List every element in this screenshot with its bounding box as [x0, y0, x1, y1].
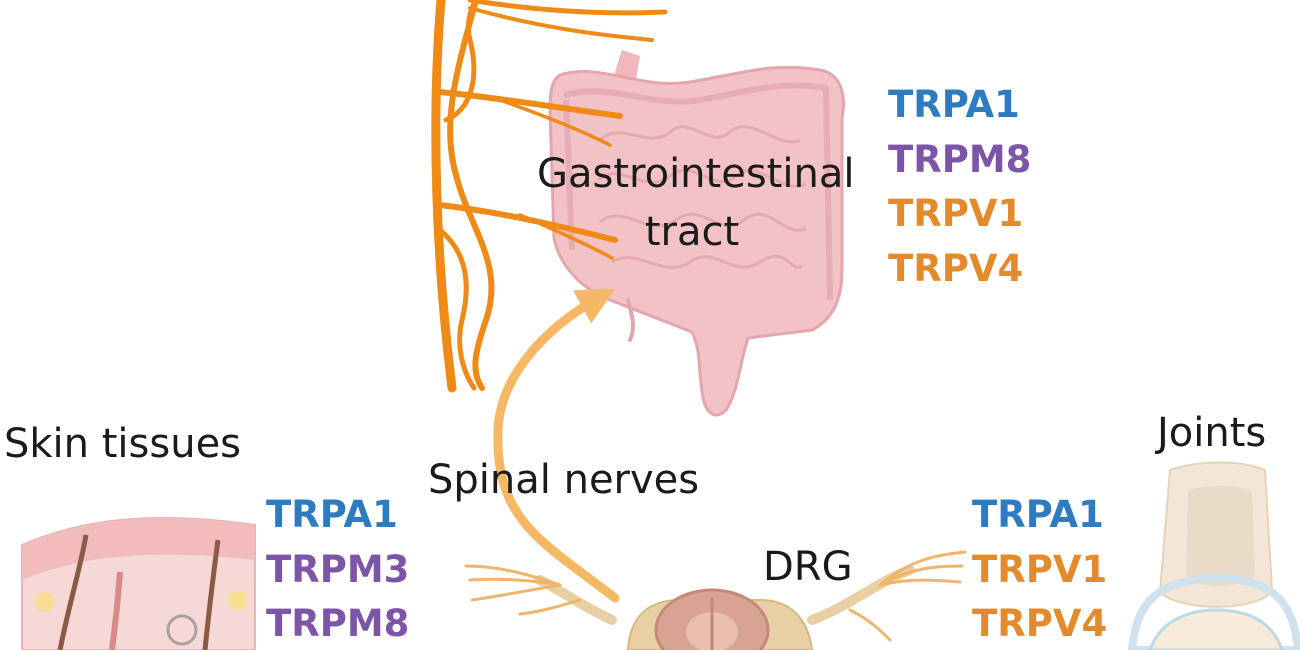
- left-nerve-branches: [464, 564, 582, 616]
- gi-channel-trpm8: TRPM8: [888, 137, 1032, 181]
- skin-channel-trpa1: TRPA1: [266, 493, 398, 536]
- joints-channel-trpv1: TRPV1: [972, 547, 1108, 591]
- spinal-nerves-label: Spinal nerves: [428, 457, 700, 503]
- skin-channel-trpm8: TRPM8: [266, 602, 410, 645]
- joint-illustration: [1127, 461, 1300, 650]
- gastrointestinal-tract-illustration: [548, 50, 845, 417]
- skin-channel-trpm3: TRPM3: [266, 547, 410, 591]
- gi-channel-trpv4: TRPV4: [888, 246, 1024, 290]
- gi-label-line2: tract: [644, 209, 740, 255]
- skin-tissue-illustration: [21, 516, 256, 650]
- gi-channel-trpa1: TRPA1: [888, 83, 1020, 126]
- gi-label-line1: Gastrointestinal: [537, 151, 855, 197]
- visceral-nerve-fibers: [431, 0, 668, 393]
- spinal-nerve-arrow: [493, 288, 620, 603]
- joints-label: Joints: [1157, 410, 1267, 456]
- joints-channel-trpv4: TRPV4: [972, 602, 1108, 645]
- gi-channel-trpv1: TRPV1: [888, 192, 1024, 235]
- right-nerve-branches: [848, 550, 967, 642]
- joints-channel-trpa1: TRPA1: [972, 493, 1104, 536]
- skin-tissues-label: Skin tissues: [4, 421, 242, 467]
- drg-label: DRG: [763, 544, 853, 590]
